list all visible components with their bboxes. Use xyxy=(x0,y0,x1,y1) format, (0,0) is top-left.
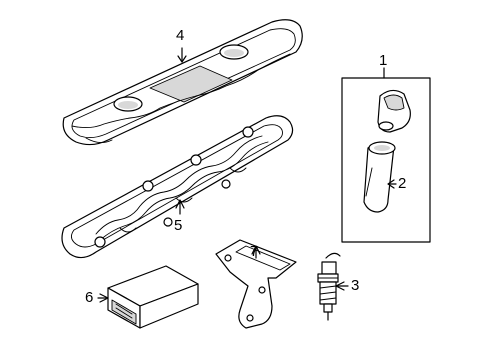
callout-5: 5 xyxy=(174,217,183,234)
mounting-bracket xyxy=(215,239,297,329)
callout-6: 6 xyxy=(85,289,94,306)
engine-cover xyxy=(62,19,303,146)
valve-cover-gasket xyxy=(61,115,294,259)
callout-2: 2 xyxy=(398,175,407,192)
coil-box xyxy=(341,77,431,243)
control-module xyxy=(107,265,199,329)
leader-lines xyxy=(97,47,397,303)
spark-plug xyxy=(317,252,341,321)
ignition-coil-top xyxy=(377,89,411,133)
ignition-coil-boot xyxy=(363,141,396,213)
callout-1: 1 xyxy=(379,52,388,69)
callout-3: 3 xyxy=(351,277,360,294)
callout-7: 7 xyxy=(250,243,259,260)
callout-4: 4 xyxy=(176,27,185,44)
